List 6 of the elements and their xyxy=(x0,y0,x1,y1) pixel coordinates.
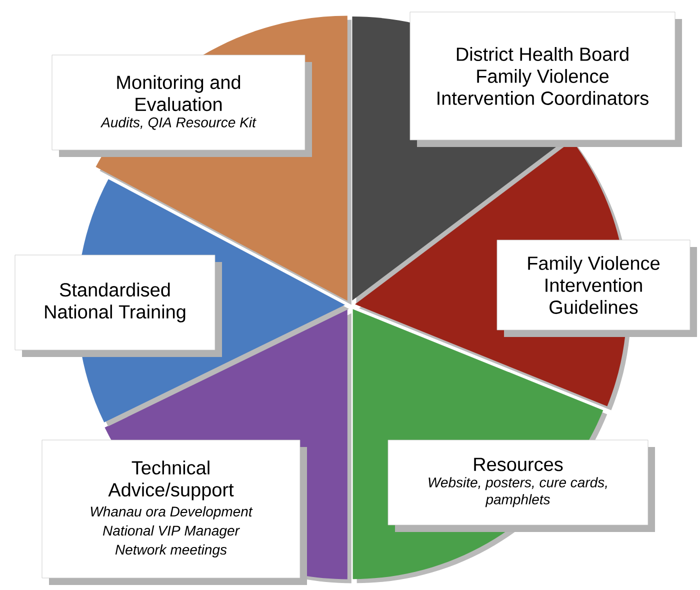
label-box: Monitoring and Evaluation Audits, QIA Resource Kit xyxy=(52,54,312,157)
label-box: Family Violence Intervention Guidelines xyxy=(496,240,697,337)
label-box: Technical Advice/support Whanau ora Development National VIP Manager Network meetings xyxy=(42,440,307,585)
label-box: Resources Website, posters, cure cards, pamphlets xyxy=(388,440,655,532)
label-box: District Health Board Family Violence Intervention Coordinators xyxy=(410,12,682,147)
label-box: Standardised National Training xyxy=(14,254,222,357)
